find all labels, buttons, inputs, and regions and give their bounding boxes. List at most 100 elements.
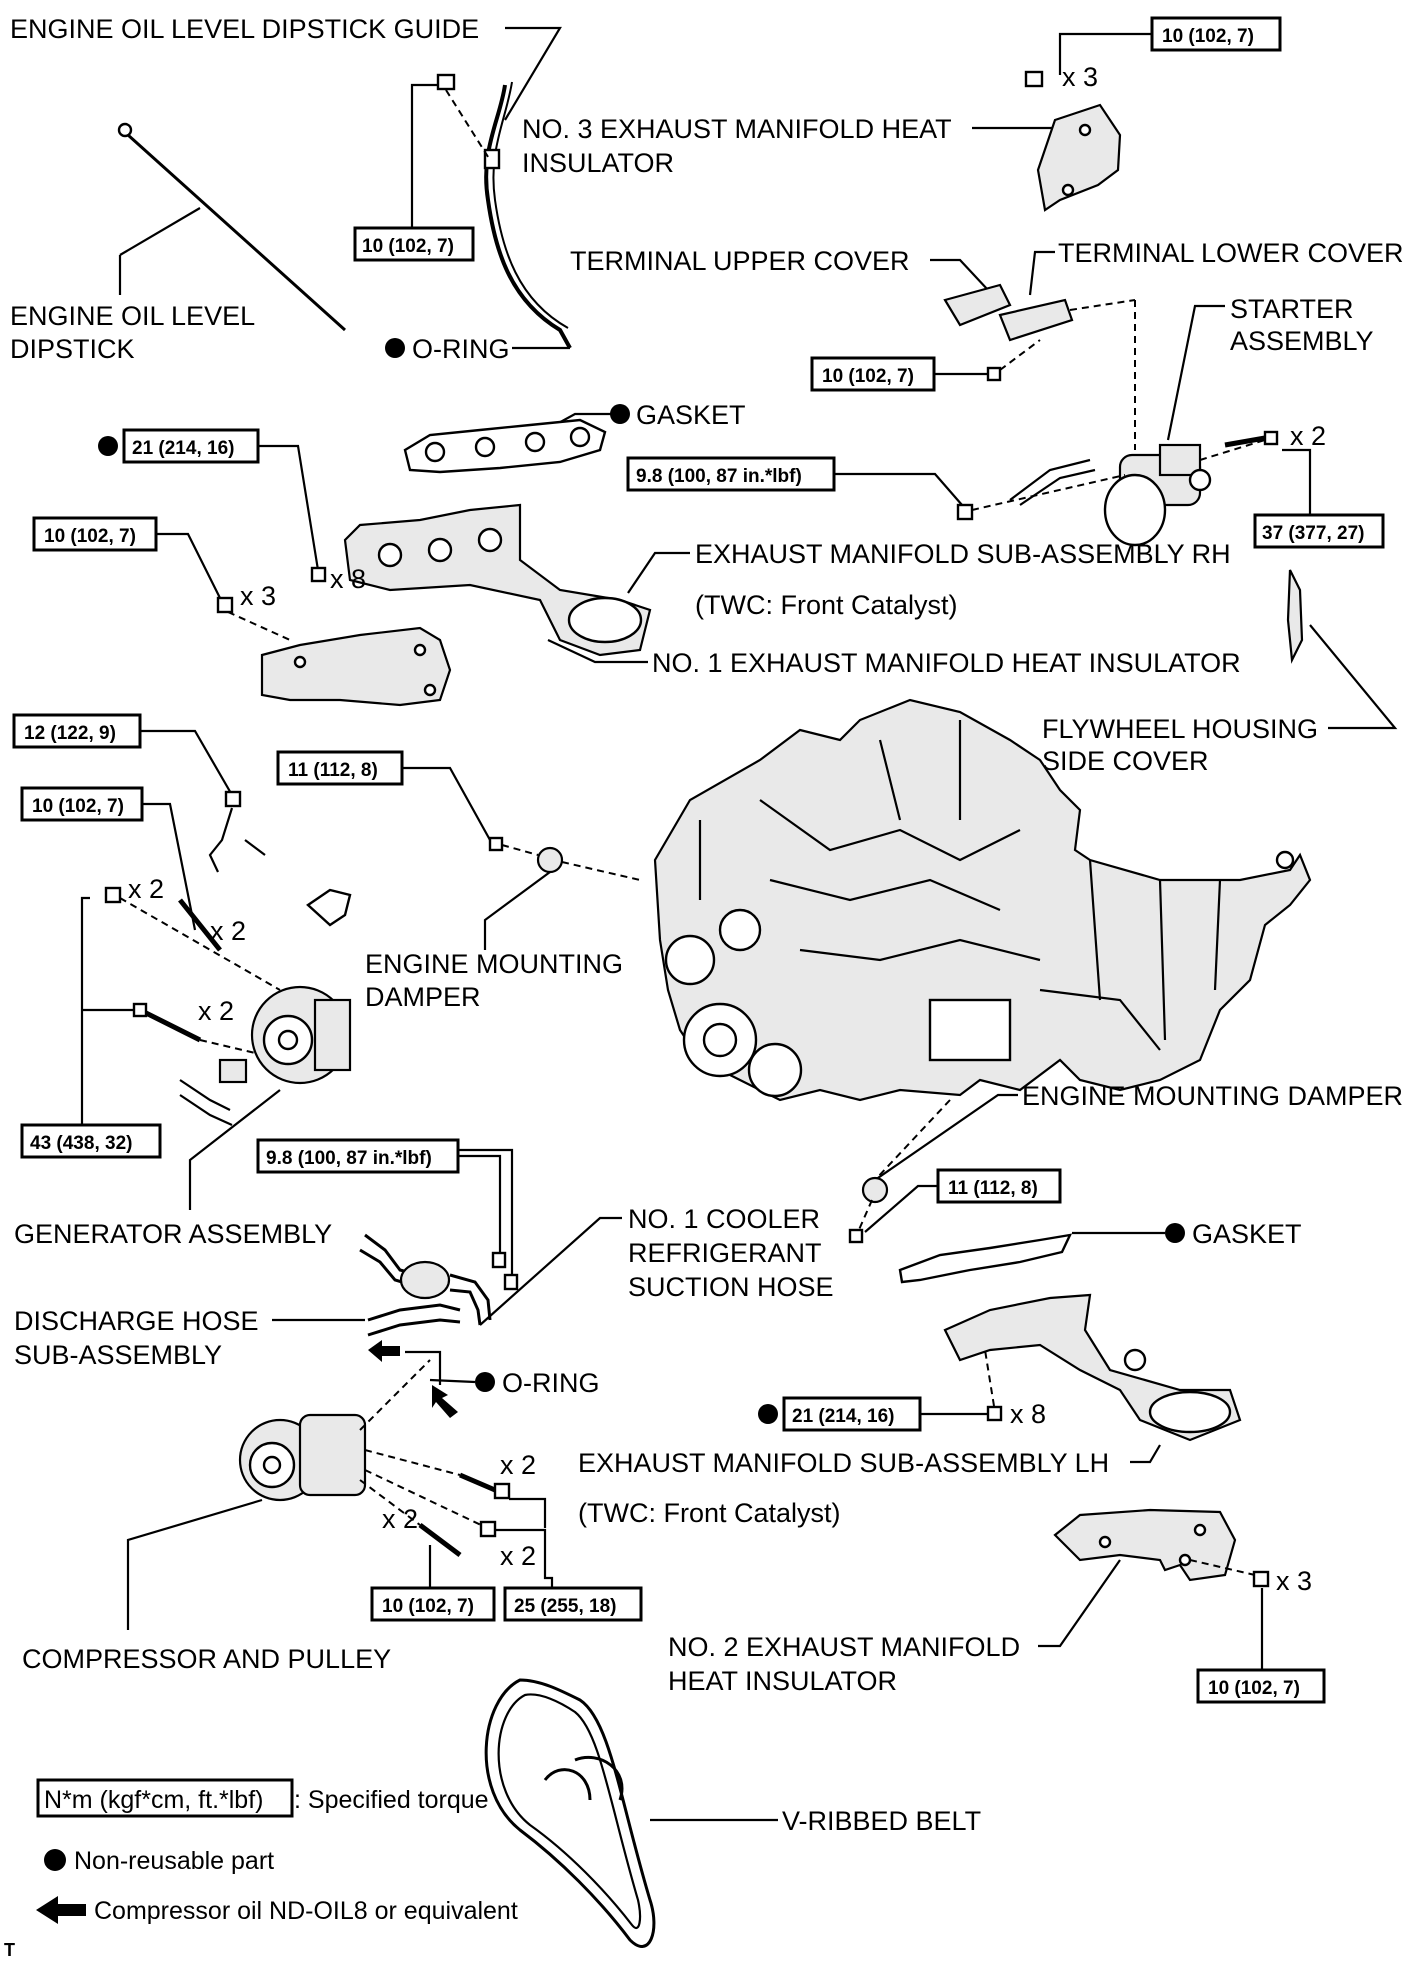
generator-label: GENERATOR ASSEMBLY (14, 1219, 332, 1249)
dipstick-label-1: ENGINE OIL LEVEL (10, 301, 255, 331)
torque-no1-bolt: 10 (102, 7) (44, 526, 136, 547)
cooler-hose-label-2: REFRIGERANT (628, 1238, 822, 1268)
oil-arrow-discharge (368, 1340, 400, 1362)
compressor-bolt (459, 1472, 511, 1500)
torque-box-starter-bolt (1253, 513, 1385, 549)
gen-nut (104, 886, 122, 904)
rh-nut (310, 566, 327, 583)
corner-mark: T (4, 1940, 15, 1960)
oring-lower-label: O-RING (502, 1368, 600, 1398)
non-reusable-mark-rh-nut (98, 436, 118, 456)
starter-assembly-part (1103, 443, 1212, 547)
legend-torque-box (36, 1778, 294, 1818)
legend-compressor-oil: Compressor oil ND-OIL8 or equivalent (94, 1897, 518, 1925)
gen-bolt (132, 1002, 202, 1043)
rh-gasket-part (403, 418, 607, 474)
non-reusable-mark-gasket-lower (1165, 1223, 1185, 1243)
gen-bracket-part (218, 1058, 248, 1084)
dipstick-guide-part (483, 81, 572, 349)
torque-upper-damper: 11 (112, 8) (288, 760, 378, 781)
torque-guide-bolt: 10 (102, 7) (362, 236, 454, 257)
engine-transmission-assembly (653, 698, 1312, 1102)
dipstick-guide-label: ENGINE OIL LEVEL DIPSTICK GUIDE (10, 14, 479, 44)
belt-label: V-RIBBED BELT (782, 1806, 981, 1836)
starter-nut (956, 503, 974, 521)
torque-box-no3-bolts (1150, 16, 1282, 52)
legend-non-reusable: Non-reusable part (74, 1847, 274, 1875)
lh-nut (986, 1405, 1003, 1422)
torque-box-gen-10 (20, 786, 144, 822)
gasket-lower-label: GASKET (1192, 1219, 1302, 1249)
torque-no3-bolts: 10 (102, 7) (1162, 26, 1254, 47)
oring-top-label: O-RING (412, 334, 510, 364)
no2-heat-insulator-part (1053, 1508, 1237, 1582)
v-ribbed-belt-part (484, 1678, 656, 1948)
gen-harness-part (179, 1079, 233, 1127)
flywheel-label-1: FLYWHEEL HOUSING (1042, 714, 1318, 744)
starter-bolt (1224, 430, 1279, 448)
terminal-lower-cover-part (998, 298, 1074, 342)
lower-mounting-damper-part (861, 1176, 889, 1204)
torque-terminal-nut: 10 (102, 7) (822, 366, 914, 387)
torque-comp-25: 25 (255, 18) (514, 1596, 616, 1617)
oil-arrow-suction (432, 1385, 458, 1418)
upper-mounting-damper-part (536, 846, 564, 874)
starter-label-2: ASSEMBLY (1230, 326, 1374, 356)
torque-starter-bolt: 37 (377, 27) (1262, 523, 1364, 544)
torque-box-terminal-nut (810, 356, 936, 392)
lh-nut-qty: x 8 (1010, 1399, 1046, 1429)
compressor-nut (479, 1520, 497, 1538)
torque-box-starter-nut (626, 456, 836, 492)
cooler-hose-label-3: SUCTION HOSE (628, 1272, 834, 1302)
no3-bolt-qty: x 3 (1062, 62, 1098, 92)
starter-label-1: STARTER (1230, 294, 1354, 324)
exh-rh-label: EXHAUST MANIFOLD SUB-ASSEMBLY RH (695, 539, 1231, 569)
legend-torque-text: : Specified torque (294, 1786, 489, 1814)
upper-damper-bolt (488, 836, 504, 852)
twc-lh-label: (TWC: Front Catalyst) (578, 1498, 841, 1528)
torque-gen-12: 12 (122, 9) (24, 723, 116, 744)
torque-box-comp-10 (370, 1586, 496, 1622)
generator-assembly-part (250, 985, 352, 1085)
compressor-stud (418, 1523, 462, 1557)
no3-insulator-label-2: INSULATOR (522, 148, 674, 178)
cooler-hose-label-1: NO. 1 COOLER (628, 1204, 820, 1234)
non-reusable-mark-oring-lower (475, 1372, 495, 1392)
torque-box-comp-25 (503, 1586, 643, 1622)
lower-damper-bolt (848, 1228, 864, 1244)
no2-insulator-label-1: NO. 2 EXHAUST MANIFOLD (668, 1632, 1020, 1662)
damper-lower-label: ENGINE MOUNTING DAMPER (1022, 1081, 1403, 1111)
no1-bolt (216, 596, 234, 614)
gen-connector-part (306, 888, 352, 927)
damper-upper-label-1: ENGINE MOUNTING (365, 949, 623, 979)
hose-bolt-1 (491, 1251, 507, 1269)
non-reusable-mark-lh-nut (758, 1404, 778, 1424)
terminal-upper-label: TERMINAL UPPER COVER (570, 246, 910, 276)
terminal-nut (986, 366, 1002, 382)
gen-stud-qty: x 2 (210, 916, 246, 946)
no2-insulator-label-2: HEAT INSULATOR (668, 1666, 897, 1696)
no3-bolt (1024, 70, 1044, 88)
no1-heat-insulator-part (260, 626, 452, 707)
hose-bolt-2 (503, 1273, 519, 1291)
terminal-lower-label: TERMINAL LOWER COVER (1058, 238, 1404, 268)
no2-bolt-qty: x 3 (1276, 1566, 1312, 1596)
damper-upper-label-2: DAMPER (365, 982, 481, 1012)
no3-heat-insulator-part (1036, 103, 1122, 212)
discharge-hose-part (367, 1303, 461, 1337)
dipstick-label-2: DIPSTICK (10, 334, 135, 364)
gen-wire (208, 807, 266, 873)
flywheel-label-2: SIDE COVER (1042, 746, 1209, 776)
discharge-label-2: SUB-ASSEMBLY (14, 1340, 222, 1370)
torque-box-guide-bolt (353, 226, 475, 262)
gen-stud (178, 898, 222, 952)
legend-torque-format: N*m (kgf*cm, ft.*lbf) (44, 1786, 263, 1814)
torque-rh-nut: 21 (214, 16) (132, 438, 234, 459)
legend-non-reusable-mark (44, 1849, 66, 1871)
non-reusable-mark-gasket-top (610, 404, 630, 424)
starter-bolt-qty: x 2 (1290, 421, 1326, 451)
gen-bolt-qty: x 2 (198, 996, 234, 1026)
torque-gen-10: 10 (102, 7) (32, 796, 124, 817)
torque-lower-damper: 11 (112, 8) (948, 1178, 1038, 1199)
